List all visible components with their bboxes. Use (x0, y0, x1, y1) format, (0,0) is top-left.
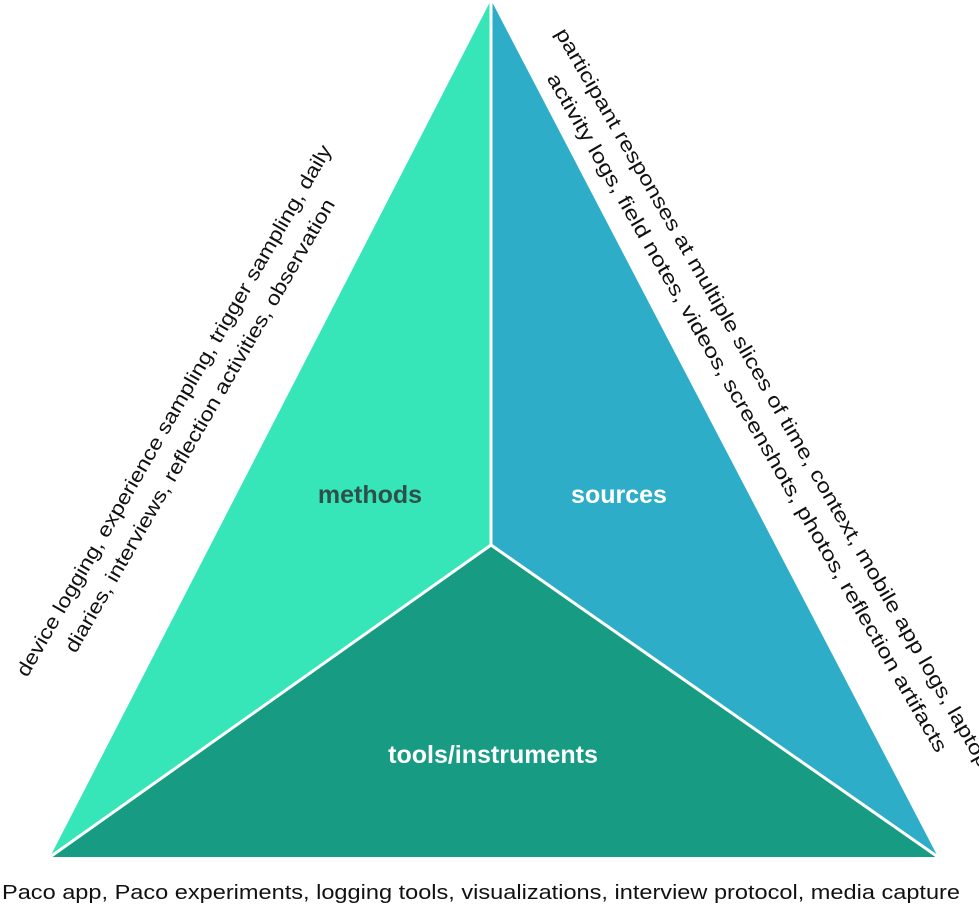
methods-label: methods (318, 481, 422, 509)
tools-region (50, 545, 938, 857)
sources-label: sources (571, 481, 667, 509)
sources-region (491, 0, 938, 857)
divider-left (49, 543, 492, 859)
methods-region (50, 0, 491, 857)
tools-text-line1: Paco app, Paco experiments, logging tool… (2, 882, 960, 904)
region-dividers (49, 0, 939, 859)
tools-label: tools/instruments (388, 741, 598, 769)
divider-right (490, 543, 939, 859)
